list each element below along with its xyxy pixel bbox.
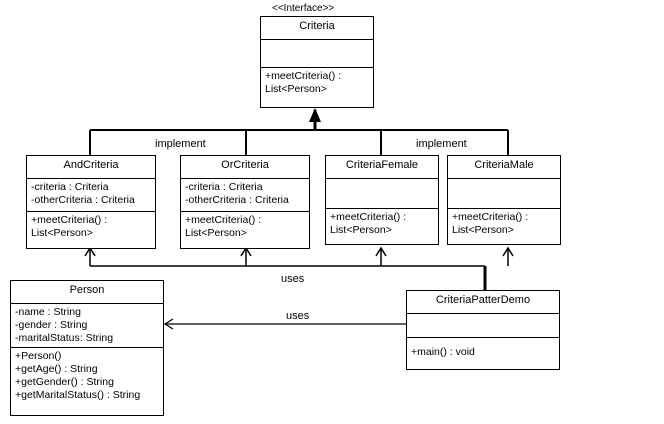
method-line: +meetCriteria() : (265, 70, 342, 82)
attributes-section (407, 313, 559, 337)
attribute-line: -otherCriteria : Criteria (31, 194, 135, 206)
class-or-criteria: OrCriteria -criteria : Criteria -otherCr… (180, 155, 310, 249)
class-criteria-female: CriteriaFemale +meetCriteria() : List<Pe… (325, 155, 439, 245)
class-criteria-male: CriteriaMale +meetCriteria() : List<Pers… (447, 155, 561, 245)
class-name: CriteriaFemale (345, 159, 419, 171)
attribute-line: -criteria : Criteria (31, 181, 109, 193)
class-name: Person (69, 284, 105, 296)
methods-section: +meetCriteria() : List<Person> (261, 67, 373, 98)
interface-stereotype: <<Interface>> (272, 3, 335, 14)
class-name: CriteriaPatterDemo (435, 294, 531, 306)
method-line: List<Person> (31, 227, 93, 239)
attributes-section: -criteria : Criteria -otherCriteria : Cr… (181, 178, 309, 211)
method-line: +getMaritalStatus() : String (15, 389, 141, 401)
class-name: AndCriteria (63, 159, 119, 171)
method-line: +getGender() : String (15, 376, 114, 388)
implement-label-right: implement (416, 138, 467, 150)
class-name: CriteriaMale (474, 159, 534, 171)
method-line: List<Person> (185, 227, 247, 239)
class-criteria: Criteria +meetCriteria() : List<Person> (260, 16, 374, 108)
attributes-section: -criteria : Criteria -otherCriteria : Cr… (27, 178, 155, 211)
methods-section: +main() : void (407, 337, 559, 361)
method-line: +meetCriteria() : (452, 211, 529, 223)
attributes-section (448, 178, 560, 208)
class-name: OrCriteria (221, 159, 269, 171)
methods-section: +Person() +getAge() : String +getGender(… (11, 347, 163, 404)
implement-label-left: implement (155, 138, 206, 150)
implement-arrowhead (309, 108, 321, 122)
attribute-line: -criteria : Criteria (185, 181, 263, 193)
class-criteria-patter-demo: CriteriaPatterDemo +main() : void (406, 290, 560, 370)
attribute-line: -otherCriteria : Criteria (185, 194, 289, 206)
method-line: +meetCriteria() : (330, 211, 407, 223)
attributes-section: -name : String -gender : String -marital… (11, 303, 163, 347)
attribute-line: -name : String (15, 306, 81, 318)
method-line: List<Person> (265, 83, 327, 95)
class-and-criteria: AndCriteria -criteria : Criteria -otherC… (26, 155, 156, 249)
uses-person-label: uses (286, 310, 310, 322)
method-line: +main() : void (411, 346, 475, 358)
uses-person-arrow (163, 318, 174, 330)
method-line: +meetCriteria() : (185, 214, 262, 226)
method-line: List<Person> (330, 224, 392, 236)
methods-section: +meetCriteria() : List<Person> (27, 211, 155, 242)
class-person: Person -name : String -gender : String -… (10, 280, 164, 416)
uses-criteria-label: uses (281, 273, 305, 285)
method-line: +getAge() : String (15, 363, 98, 375)
method-line: +Person() (15, 350, 62, 362)
uses-arrow-male (502, 246, 514, 257)
methods-section: +meetCriteria() : List<Person> (448, 208, 560, 239)
method-line: List<Person> (452, 224, 514, 236)
methods-section: +meetCriteria() : List<Person> (326, 208, 438, 239)
attribute-line: -gender : String (15, 319, 88, 331)
uses-arrow-female (375, 246, 387, 257)
attributes-section (261, 39, 373, 67)
class-name: Criteria (299, 20, 335, 32)
attribute-line: -maritalStatus: String (15, 332, 114, 344)
method-line: +meetCriteria() : (31, 214, 108, 226)
methods-section: +meetCriteria() : List<Person> (181, 211, 309, 242)
attributes-section (326, 178, 438, 208)
